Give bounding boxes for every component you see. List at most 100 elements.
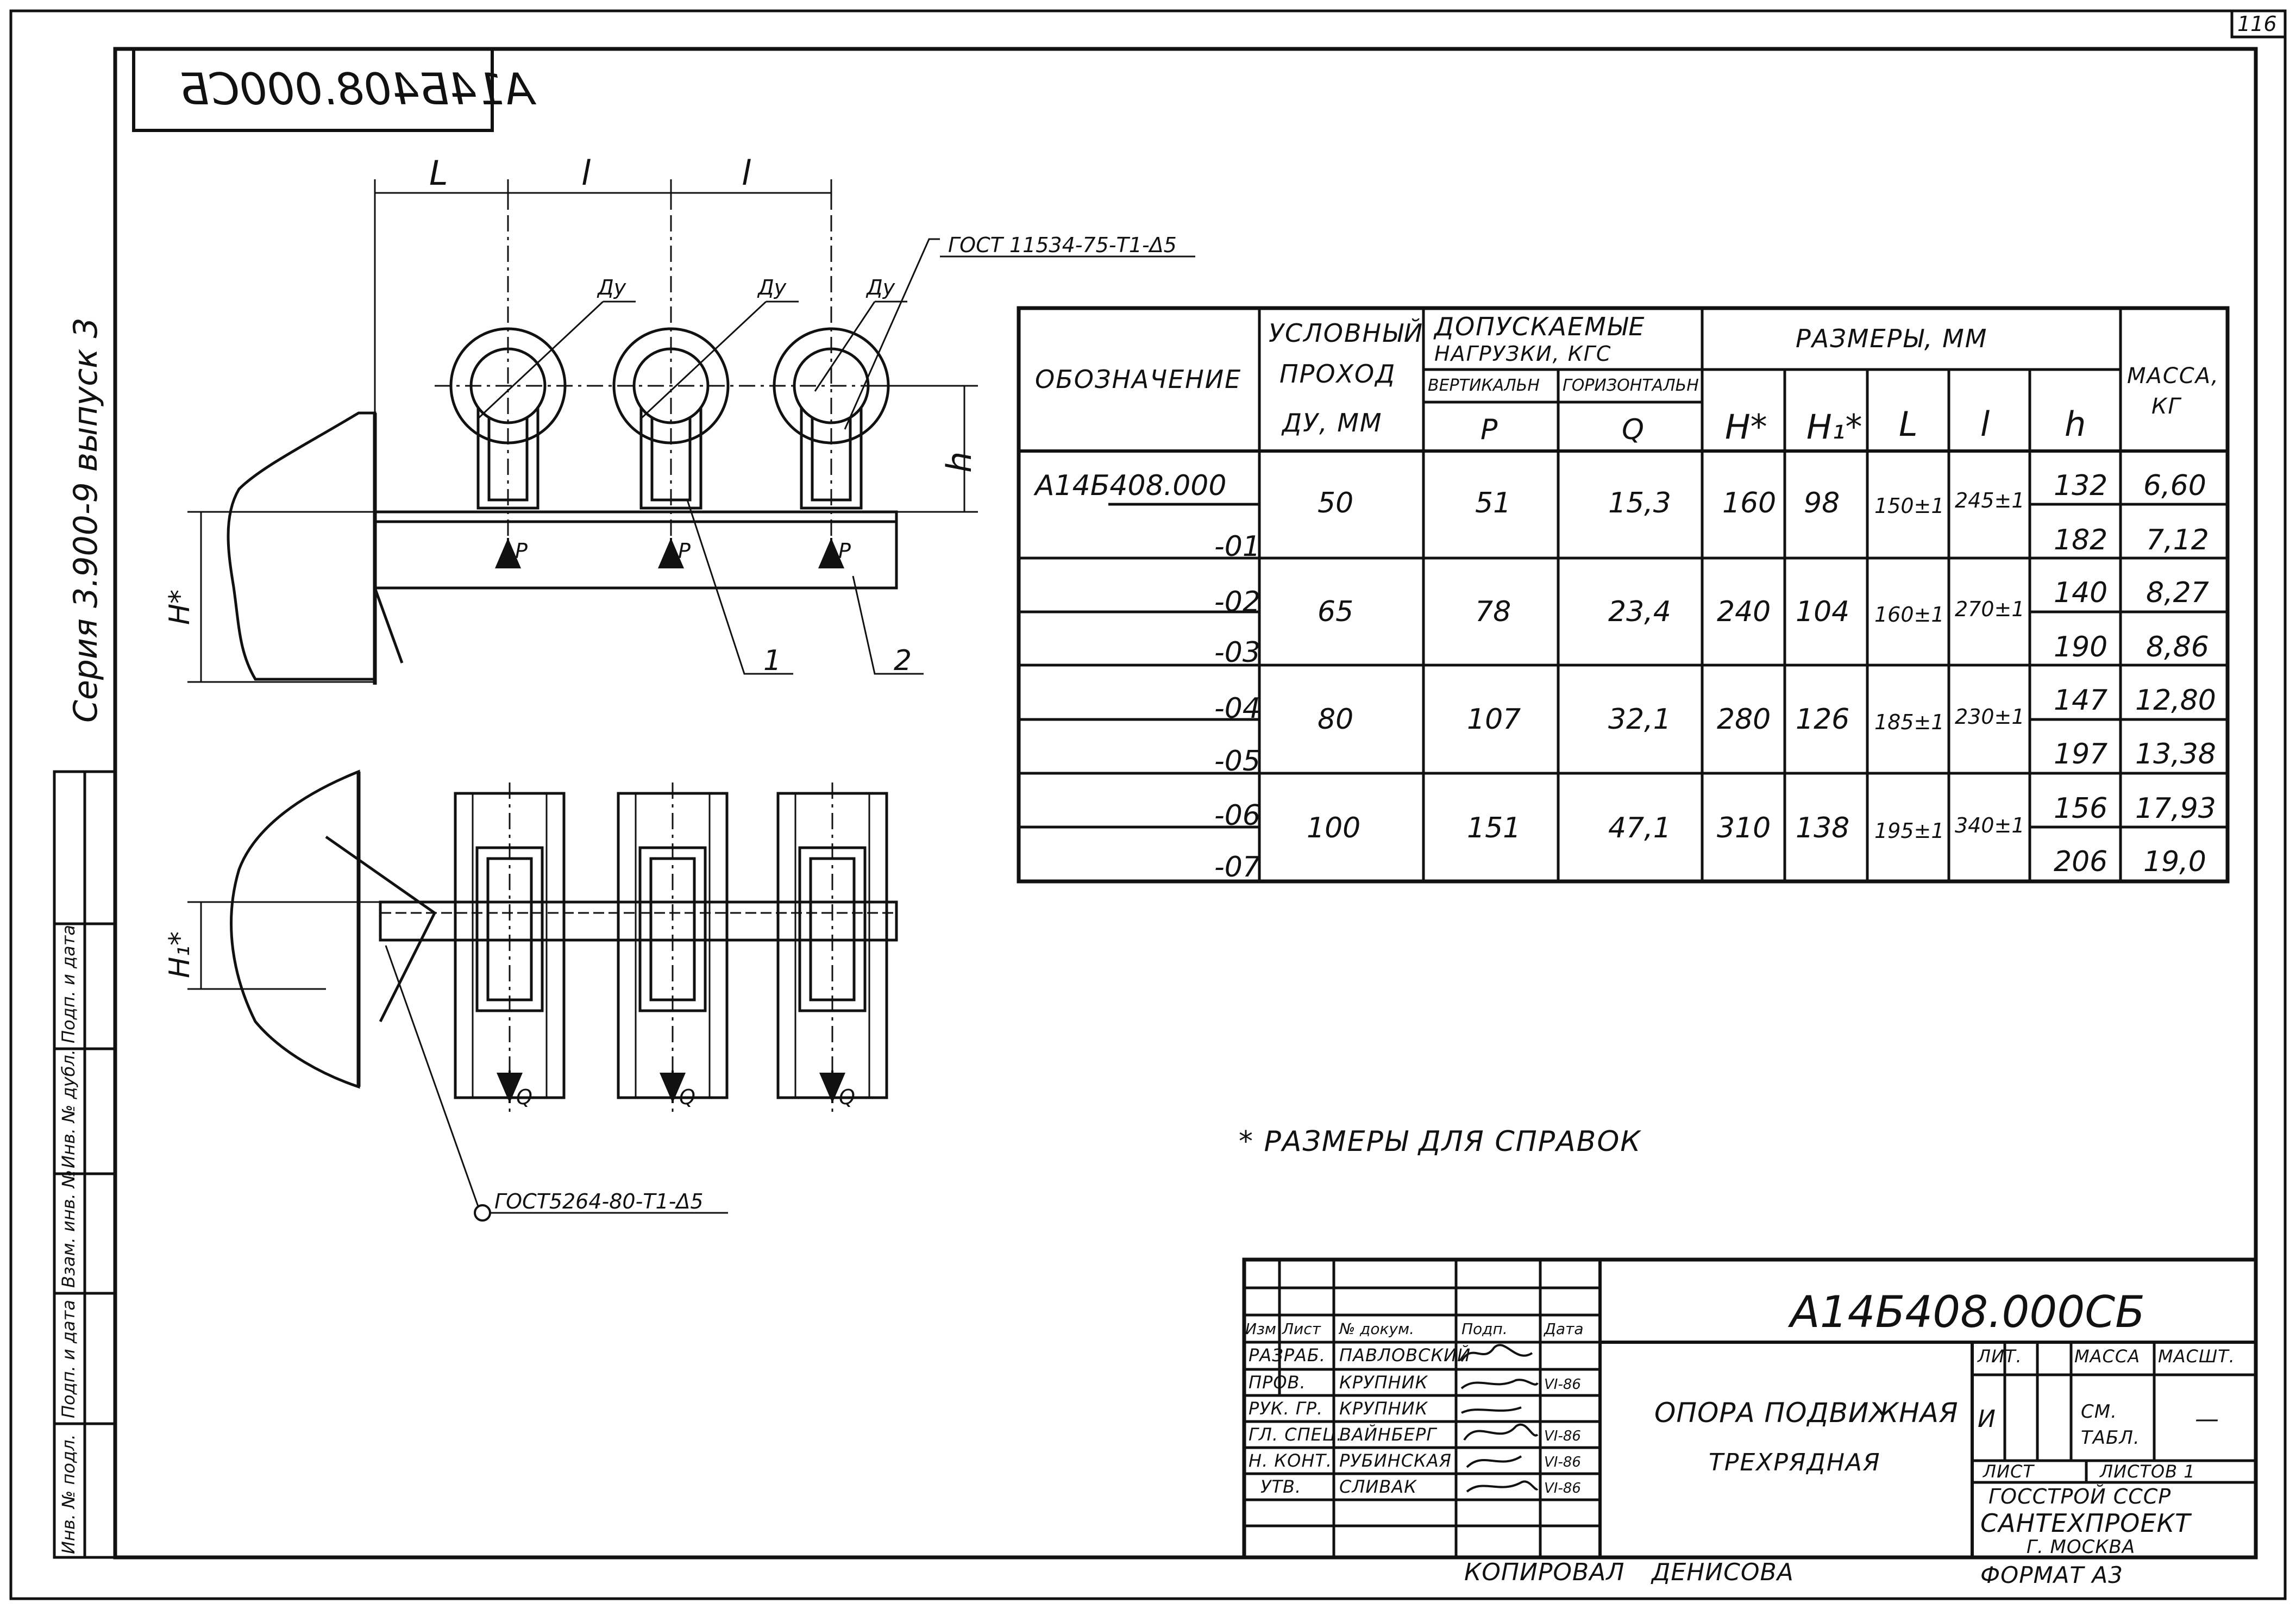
tb-role: Рук. гр. [1249,1398,1323,1419]
tb-scale-label: Масшт. [2158,1346,2235,1367]
group-P: 78 [1475,596,1511,628]
plan-view [187,769,898,1222]
sheet-number: 116 [2237,12,2277,36]
row-h: 190 [2054,631,2108,663]
row-mass: 8,86 [2146,631,2209,663]
tb-role: Гл. спец. [1249,1424,1343,1445]
group-H1: 104 [1796,596,1850,628]
tb-sheets-label: Листов 1 [2100,1461,2195,1482]
th-loads-2: нагрузки, кгс [1434,342,1612,366]
group-H1: 126 [1796,703,1850,736]
copied-label: Копировал [1464,1558,1625,1586]
force-P-3: P [838,539,851,563]
title-block-grid [1242,1257,2258,1560]
force-P-1: P [515,539,528,563]
force-Q-2: Q [679,1085,695,1109]
row-designation: -02 [1214,586,1260,618]
row-designation: А14Б408.000 [1035,469,1227,502]
tb-role: Пров. [1249,1372,1306,1393]
th-P: P [1481,414,1498,446]
gost-top-label: ГОСТ 11534-75-Т1-Δ5 [948,233,1177,257]
group-Q: 15,3 [1608,487,1671,519]
signature-mark [1463,1423,1539,1441]
th-designation: Обозначение [1035,365,1242,394]
signature-mark [1461,1406,1522,1414]
group-H: 280 [1717,703,1771,736]
row-designation: -01 [1214,530,1260,563]
group-du: 65 [1318,596,1354,628]
group-H1: 98 [1804,487,1840,519]
group-l: 340±1 [1955,813,2025,837]
callout-1: 1 [763,644,782,677]
th-bore-2: проход [1279,359,1396,389]
group-P: 51 [1475,487,1511,519]
tb-org-2: Сантехпроект [1980,1508,2191,1538]
spec-table-grid [1017,306,2230,884]
group-du: 80 [1318,703,1354,736]
group-du: 50 [1318,487,1354,519]
th-dims: Размеры, мм [1796,324,1988,353]
group-l: 270±1 [1955,597,2025,621]
signature-mark [1460,1344,1533,1362]
th-loads-1: Допускаемые [1434,312,1646,341]
group-du: 100 [1307,812,1361,844]
dim-l-2: l [742,153,751,193]
dim-l-1: l [581,153,591,193]
row-h: 182 [2054,524,2108,556]
force-Q-3: Q [839,1085,855,1109]
front-view [187,179,1195,685]
th-vertical: вертикальн [1428,376,1540,395]
group-Q: 32,1 [1608,703,1671,736]
tb-col-dokum: № докум. [1339,1320,1415,1338]
tb-role: Разраб. [1249,1345,1326,1366]
tb-date: VI-86 [1544,1454,1581,1470]
tb-mass-label: Масса [2074,1346,2141,1367]
copier-name: Денисова [1652,1558,1794,1586]
group-L: 185±1 [1874,710,1944,734]
tb-col-podp: Подп. [1461,1320,1508,1338]
row-mass: 12,80 [2135,684,2216,717]
row-mass: 8,27 [2146,577,2209,609]
title-line-2: трехрядная [1709,1449,1881,1476]
group-l: 245±1 [1955,489,2025,512]
th-bore-3: Ду, мм [1282,408,1383,437]
group-L: 160±1 [1874,603,1944,627]
group-H: 240 [1717,596,1771,628]
row-mass: 6,60 [2143,469,2206,502]
row-designation: -03 [1214,636,1260,669]
signature-mark [1466,1455,1522,1468]
row-mass: 17,93 [2135,792,2216,825]
th-l: l [1980,404,1990,444]
tb-date: VI-86 [1544,1376,1581,1393]
group-H: 160 [1722,487,1777,519]
tb-name: Вайнберг [1339,1424,1437,1445]
tb-name: Сливак [1339,1476,1417,1497]
tb-role: Н. конт. [1249,1450,1333,1471]
row-h: 132 [2054,469,2108,502]
group-L: 195±1 [1874,819,1944,843]
group-H1: 138 [1796,812,1850,844]
signature-mark [1460,1379,1539,1389]
tb-name: Павловский [1339,1345,1471,1366]
th-bore-1: Условный [1269,318,1424,348]
tb-sheet-label: Лист [1983,1461,2034,1482]
th-L: L [1899,404,1918,444]
th-Q: Q [1622,414,1644,446]
tb-date: VI-86 [1544,1480,1581,1497]
gost-bottom-label: ГОСТ5264-80-Т1-Δ5 [494,1189,704,1213]
tb-org-3: г. Москва [2027,1536,2136,1558]
tb-lit-label: Лит. [1978,1346,2022,1367]
tb-name: Крупник [1339,1372,1428,1393]
force-P-2: P [678,539,691,563]
row-mass: 13,38 [2135,738,2216,771]
tb-scale-value: — [2195,1405,2219,1433]
tb-name: Рубинская [1339,1450,1452,1471]
group-P: 107 [1467,703,1521,736]
row-mass: 19,0 [2143,846,2206,878]
du-label-2: Ду [758,276,787,299]
group-H: 310 [1717,812,1771,844]
format-label: Формат А3 [1980,1562,2123,1588]
th-H1: H₁* [1806,407,1862,447]
tb-lit-value: И [1978,1405,1996,1433]
